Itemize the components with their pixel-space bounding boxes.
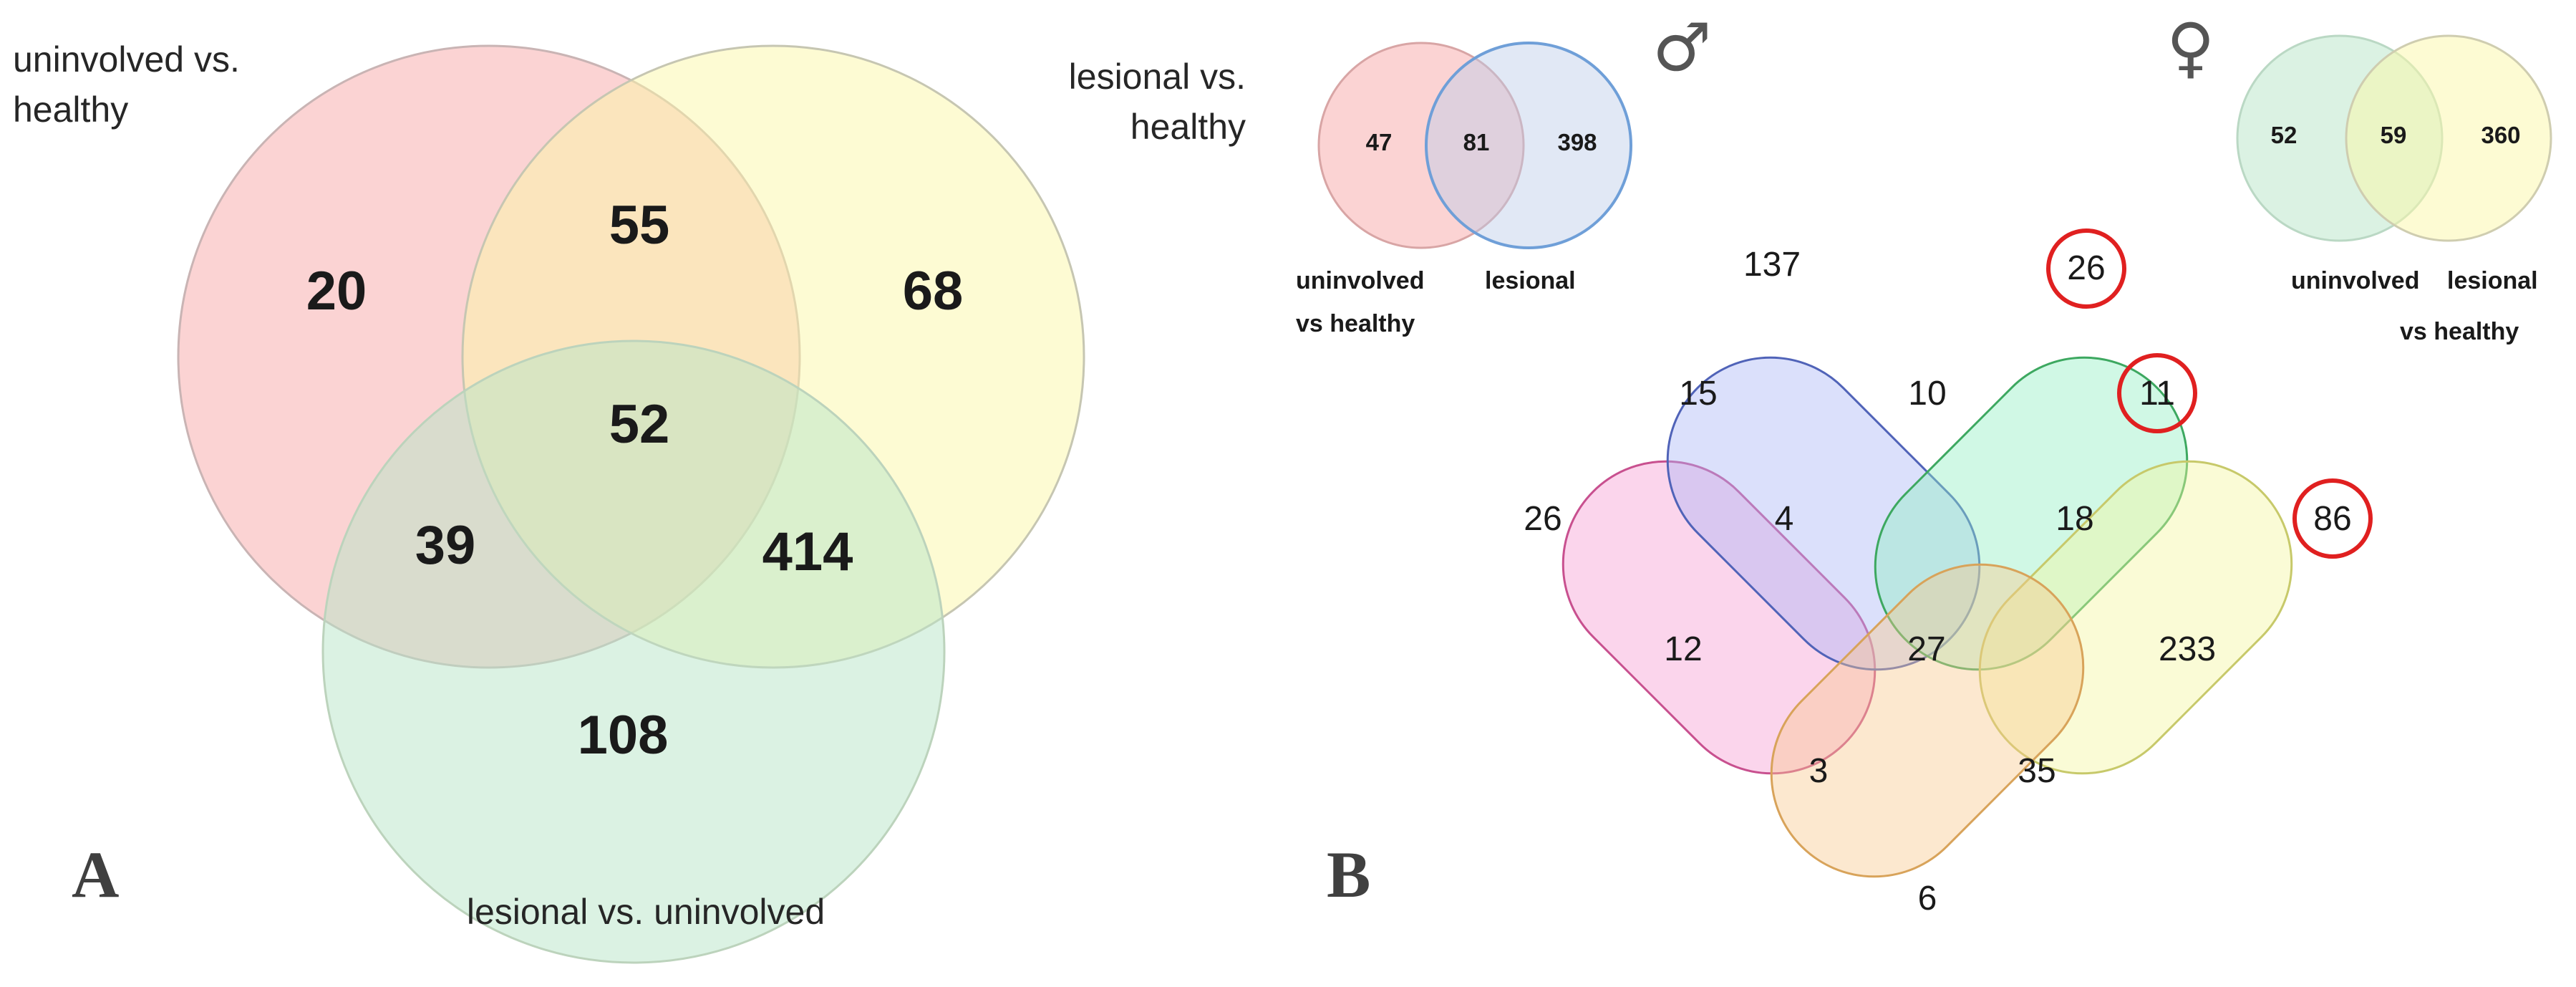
count-86: 86 [2313,500,2351,538]
label-uninvolved-vs-healthy-line1: uninvolved vs. [13,39,240,80]
set-lesional-vs-uninvolved [321,340,946,964]
count-26-left: 26 [1524,500,1561,538]
female-count-overlap: 59 [2381,122,2407,148]
male-label-vs-healthy: vs healthy [1296,310,1415,337]
male-venn: 47 81 398 uninvolved vs healthy lesional… [1296,9,1711,337]
male-set-lesional [1425,42,1632,249]
male-label-lesional: lesional [1485,267,1576,294]
set-blue [1666,356,1981,671]
set-yellow [1978,460,2293,775]
panel-b-letter: B [1327,838,1370,911]
label-lesional-vs-healthy-line2: healthy [1130,107,1246,147]
male-count-lesional: 398 [1557,129,1597,155]
count-35: 35 [2018,752,2056,790]
count-lesional-lvu: 414 [762,521,853,582]
count-233: 233 [2159,630,2216,668]
count-27: 27 [1907,630,1945,668]
count-12: 12 [1664,630,1702,668]
set-green [1874,356,2189,671]
male-set-uninvolved [1317,42,1525,249]
count-11: 11 [2139,375,2175,413]
count-lvu-only: 108 [578,705,669,766]
female-venn: 52 59 360 uninvolved lesional vs healthy… [2166,9,2552,345]
count-uninvolved-only: 20 [306,261,367,322]
panel-b: 47 81 398 uninvolved vs healthy lesional… [1296,9,2552,918]
male-count-uninvolved: 47 [1366,129,1393,155]
count-4: 4 [1775,500,1794,538]
female-label-uninvolved: uninvolved [2291,267,2419,294]
count-18: 18 [2056,500,2093,538]
count-uninvolved-lvu: 39 [415,515,476,576]
panel-a: uninvolved vs. healthy lesional vs. heal… [13,39,1246,964]
count-15: 15 [1679,375,1717,413]
female-label-vs-healthy: vs healthy [2400,318,2519,345]
male-symbol: ♂ [1652,9,1711,86]
count-all-three: 52 [609,394,670,455]
female-label-lesional: lesional [2447,267,2538,294]
panel-a-letter: A [72,838,119,911]
count-6: 6 [1918,880,1937,918]
label-lesional-vs-healthy-line1: lesional vs. [1069,57,1246,97]
count-10: 10 [1908,375,1946,413]
count-137: 137 [1743,246,1801,284]
four-way-venn: 137 26 15 10 11 26 4 18 86 12 27 233 3 3… [1524,228,2373,918]
male-count-overlap: 81 [1463,129,1490,155]
count-uninvolved-lesional: 55 [609,195,670,256]
female-set-lesional [2345,34,2552,242]
female-symbol: ♀ [2166,9,2214,86]
label-lesional-vs-uninvolved: lesional vs. uninvolved [467,892,825,932]
female-count-lesional: 360 [2481,122,2520,148]
male-label-uninvolved: uninvolved [1296,267,1424,294]
female-count-uninvolved: 52 [2271,122,2297,148]
count-3: 3 [1809,752,1829,790]
highlight-ring-86 [2292,478,2373,559]
label-uninvolved-vs-healthy-line2: healthy [13,90,128,130]
highlight-ring-11 [2117,353,2197,433]
count-lesional-only: 68 [903,261,964,322]
highlight-ring-26 [2046,228,2126,309]
count-26-top: 26 [2067,249,2105,287]
